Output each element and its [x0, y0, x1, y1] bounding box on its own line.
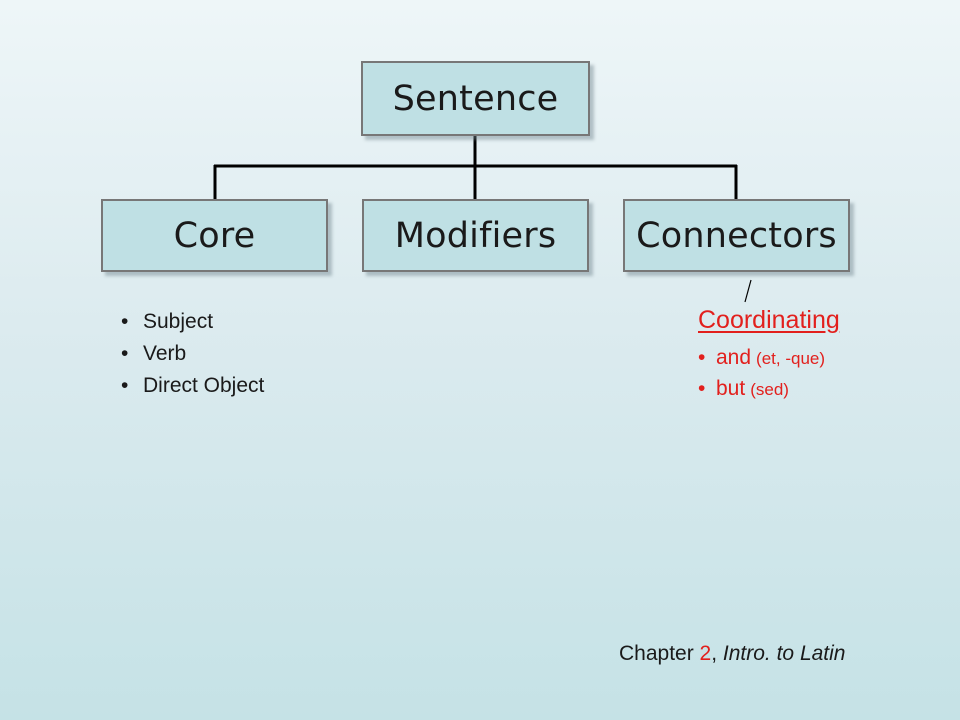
footer-prefix: Chapter [619, 642, 700, 665]
footer-chapter-number: 2 [699, 642, 712, 665]
footer-course: Intro. to Latin [722, 642, 846, 665]
core-item-direct-object: Direct Object [116, 370, 264, 402]
coordinating-latin: (sed) [750, 380, 789, 399]
node-connectors-label: Connectors [636, 215, 837, 256]
coordinating-item-but: but(sed) [698, 374, 825, 405]
footer-caption: Chapter 2, Intro. to Latin [619, 642, 845, 666]
core-item-subject: Subject [116, 306, 264, 338]
core-item-verb: Verb [116, 338, 264, 370]
coordinating-item-and: and(et, -que) [698, 343, 825, 374]
coordinating-word: and [716, 346, 752, 369]
coordinating-title: Coordinating [698, 306, 840, 334]
footer-separator: , [711, 642, 723, 665]
node-core: Core [101, 199, 328, 272]
connector-coordinating-branch [744, 279, 752, 303]
node-connectors: Connectors [623, 199, 850, 272]
coordinating-list: and(et, -que) but(sed) [698, 343, 825, 405]
node-modifiers-label: Modifiers [394, 215, 557, 256]
node-sentence: Sentence [361, 61, 590, 136]
node-core-label: Core [173, 215, 256, 256]
coordinating-word: but [716, 377, 746, 400]
coordinating-latin: (et, -que) [756, 349, 826, 368]
node-modifiers: Modifiers [362, 199, 589, 272]
node-sentence-label: Sentence [392, 78, 559, 119]
core-items-list: Subject Verb Direct Object [116, 306, 264, 402]
